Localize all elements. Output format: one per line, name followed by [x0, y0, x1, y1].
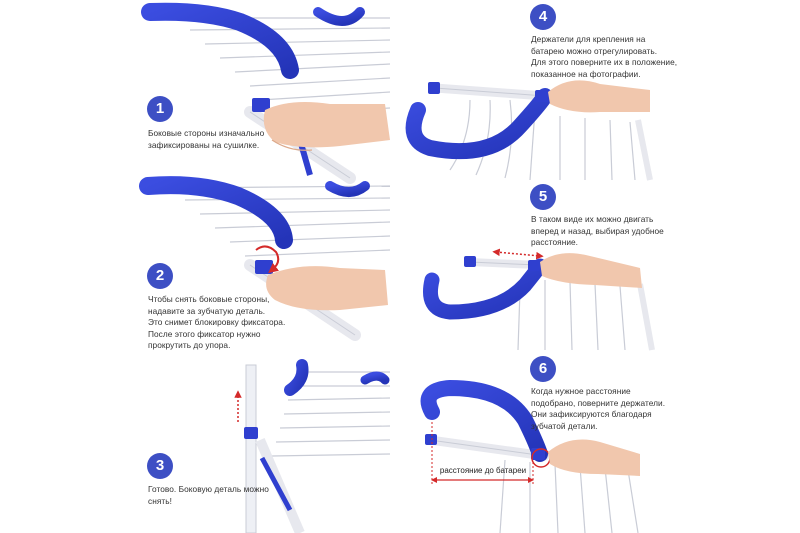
step-text-4: Держатели для крепления на батарею можно… — [531, 34, 678, 79]
photo-step-1 — [141, 2, 391, 184]
measurement-label: расстояние до батареи — [439, 466, 527, 475]
step-badge-6: 6 — [530, 356, 556, 382]
step-badge-4: 4 — [530, 4, 556, 30]
rotation-arrow-icon — [255, 245, 280, 274]
step-text-5: В таком виде их можно двигать вперед и н… — [531, 214, 664, 247]
photo-step-4 — [405, 80, 653, 181]
photo-step-5 — [423, 248, 655, 351]
step-badge-1: 1 — [147, 96, 173, 122]
step-badge-2: 2 — [147, 263, 173, 289]
step-badge-5: 5 — [530, 184, 556, 210]
red-dotted-arrow-icon — [492, 248, 544, 260]
step-text-2: Чтобы снять боковые стороны, надавите за… — [148, 294, 286, 350]
step-badge-3: 3 — [147, 453, 173, 479]
step-text-3: Готово. Боковую деталь можно снять! — [148, 484, 269, 506]
photo-step-3 — [234, 359, 391, 533]
photo-step-6 — [420, 379, 640, 533]
photo-step-2 — [139, 176, 391, 341]
step-text-6: Когда нужное расстояние подобрано, повер… — [531, 386, 666, 431]
step-text-1: Боковые стороны изначально зафиксированы… — [148, 128, 265, 150]
